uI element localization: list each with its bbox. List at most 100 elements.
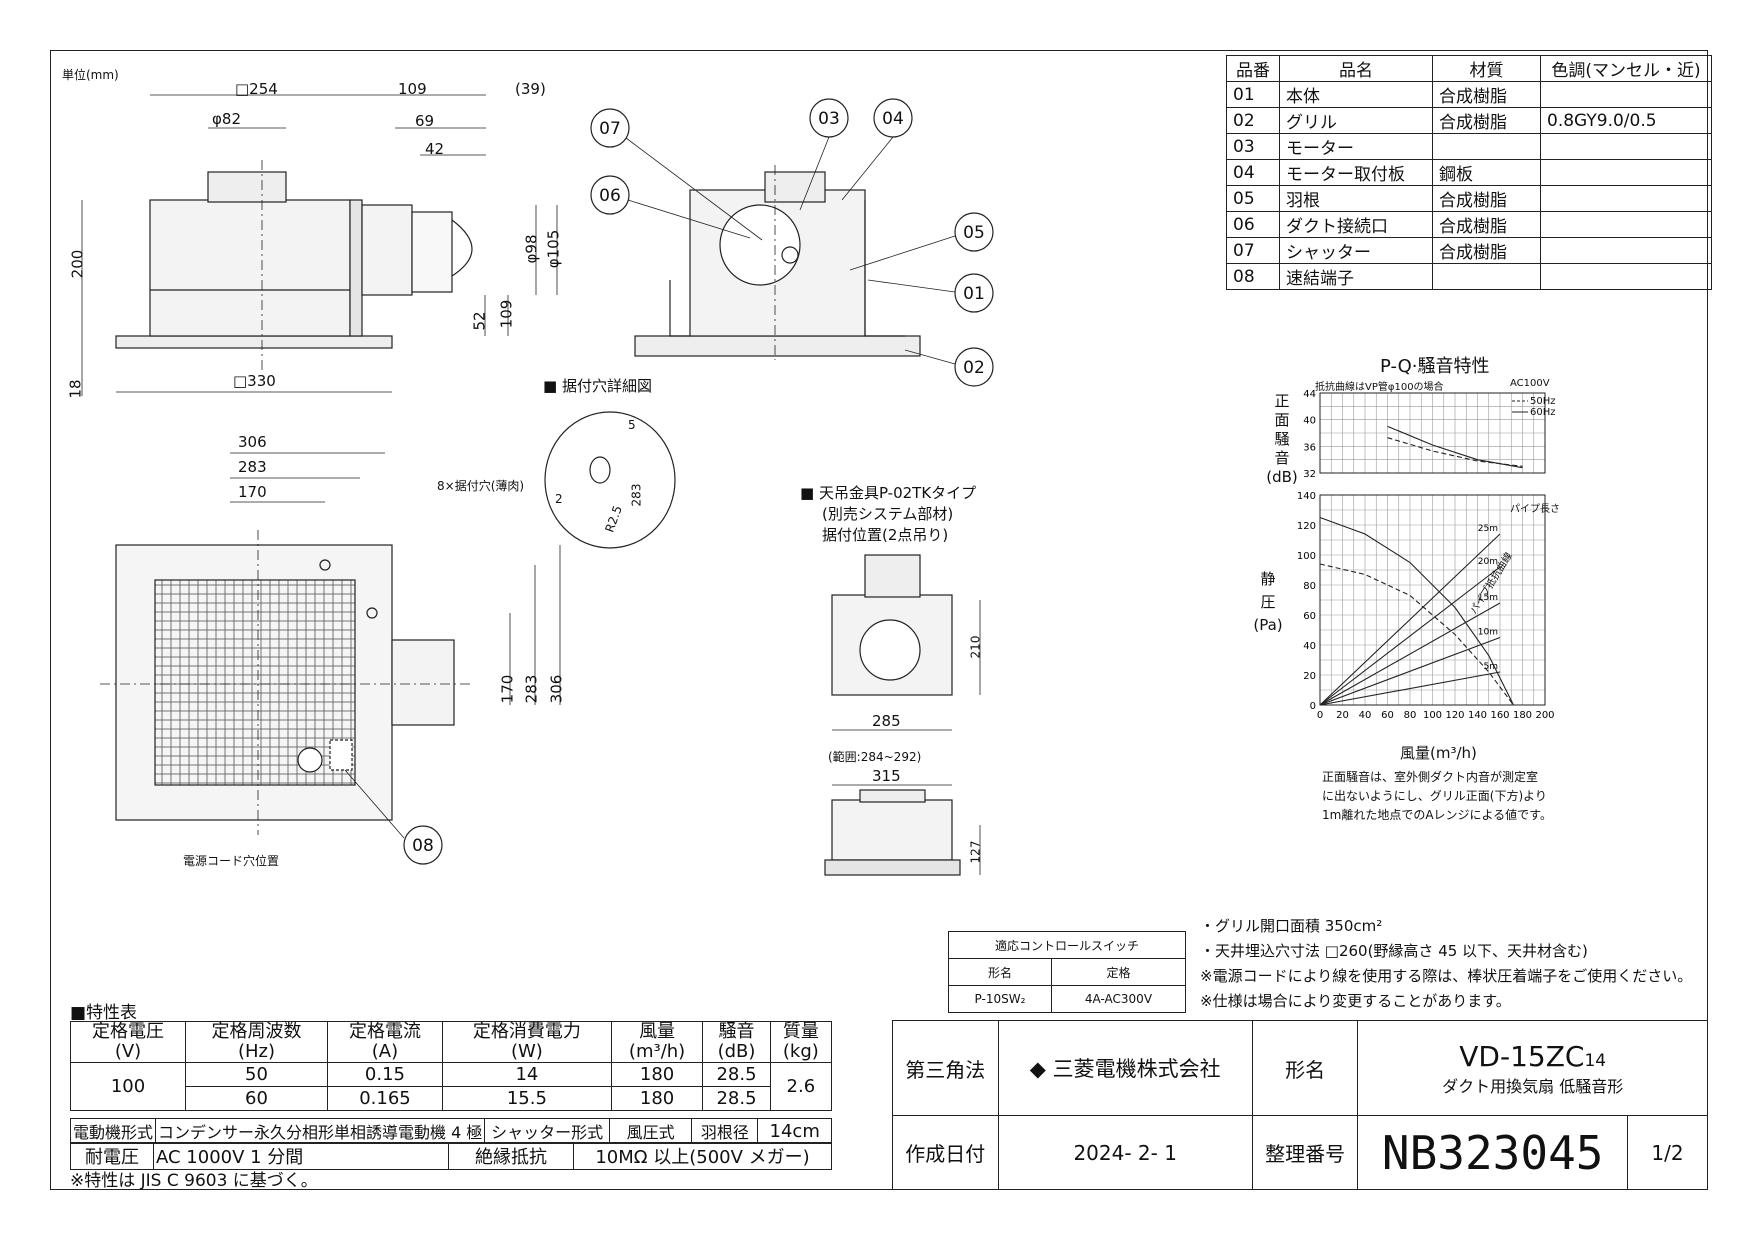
part-no: 07 [1226, 237, 1280, 264]
part-color [1540, 185, 1712, 212]
dim-52: 52 [470, 311, 489, 331]
spec-header-row: 定格電圧(V) 定格周波数(Hz) 定格電流(A) 定格消費電力(W) 風量(m… [69, 1021, 833, 1063]
note-power-cord: ※電源コードにより線を使用する際は、棒状圧着端子をご使用ください。 [1200, 967, 1693, 985]
spec-header-frequency: 定格周波数(Hz) [185, 1021, 328, 1063]
hanger-dim-315: 315 [872, 767, 901, 785]
side-view [81, 94, 558, 396]
dim-39: (39) [515, 80, 546, 98]
plot-frame [1319, 392, 1546, 474]
spec-cell: 50 [185, 1062, 328, 1087]
detail-circle [544, 411, 676, 549]
series-label: 5m [1484, 662, 1499, 672]
spec-heading: ■特性表 [70, 1003, 138, 1023]
y-tick-label: 44 [1303, 389, 1316, 400]
detail-dim-2: 2 [555, 492, 563, 506]
detail-dim-283: 283 [629, 483, 644, 507]
pq-curve-note: 抵抗曲線はVP管φ100の場合 [1315, 382, 1444, 393]
x-tick-label: 140 [1468, 710, 1487, 721]
spec-cell: 0.15 [326, 1062, 443, 1087]
dim-109: 109 [398, 80, 427, 98]
drawing-frame [50, 50, 1708, 1190]
part-color [1540, 81, 1712, 108]
parts-header-row: 品番 品名 材質 色調(マンセル・近) [1226, 55, 1712, 82]
callout-02: 02 [963, 358, 985, 378]
section-view [634, 165, 921, 360]
pipe-length-label: パイプ長さ [1510, 504, 1560, 515]
blade-label: 羽根径 [691, 1118, 759, 1144]
x-tick-label: 200 [1535, 710, 1554, 721]
dim-283-vertical: 283 [522, 674, 541, 704]
y-tick-label: 120 [1297, 521, 1316, 532]
hanger-view [824, 554, 981, 876]
part-name: 速結端子 [1279, 263, 1433, 290]
part-material: 合成樹脂 [1432, 185, 1541, 212]
plan-view [100, 452, 561, 835]
spec-cell: 180 [610, 1062, 704, 1087]
y-tick-label: 140 [1297, 491, 1316, 502]
note-spec-change: ※仕様は場合により変更することがあります。 [1200, 992, 1511, 1010]
x-tick-label: 0 [1317, 710, 1323, 721]
y-tick-label: 32 [1303, 469, 1316, 480]
part-no: 05 [1226, 185, 1280, 212]
part-no: 03 [1226, 133, 1280, 160]
callout-06: 06 [599, 186, 621, 206]
motor-type: コンデンサー永久分相形単相誘導電動機 4 極 [155, 1118, 486, 1144]
part-color: 0.8GY9.0/0.5 [1540, 107, 1712, 134]
part-material: 鋼板 [1432, 159, 1541, 186]
number-label: 整理番号 [1251, 1115, 1359, 1190]
spec-cell: 60 [185, 1086, 328, 1111]
legend-50hz: 50Hz [1530, 396, 1556, 407]
model-cell: VD-15ZC14 ダクト用換気扇 低騒音形 [1357, 1020, 1708, 1116]
spec-header-voltage: 定格電圧(V) [69, 1021, 187, 1063]
part-material [1432, 133, 1541, 160]
table-row: 60 0.165 15.5 180 28.5 [71, 1086, 832, 1111]
pq-note-line: 正面騒音は、室外側ダクト内音が測定室 [1322, 770, 1539, 784]
part-no: 08 [1226, 263, 1280, 290]
part-material: 合成樹脂 [1432, 107, 1541, 134]
withstand-label: 耐電圧 [70, 1142, 154, 1170]
callout-labels: 07 03 04 06 05 01 02 08 [412, 109, 985, 856]
sp-label-char: (Pa) [1253, 616, 1283, 634]
drawing-number: NB323045 [1357, 1115, 1628, 1190]
part-name: モーター取付板 [1279, 159, 1433, 186]
creation-date: 2024- 2- 1 [997, 1115, 1253, 1190]
pq-xlabel: 風量(m³/h) [1400, 744, 1477, 762]
noise-label-char: 面 [1274, 411, 1290, 429]
hanger-dim-210: 210 [968, 635, 983, 659]
sp-label-char: 圧 [1260, 593, 1276, 611]
series-line-20m [1319, 566, 1501, 706]
y-tick-label: 36 [1303, 442, 1316, 453]
note-ceiling-hole: ・天井埋込穴寸法 □260(野縁高さ 45 以下、天井材含む) [1200, 942, 1588, 960]
parts-header: 材質 [1432, 55, 1541, 82]
hanger-subtitle: (別売システム部材) [822, 505, 954, 523]
parts-header: 品名 [1279, 55, 1433, 82]
dim-330: □330 [233, 372, 276, 390]
spec-table-extra: 電動機形式 コンデンサー永久分相形単相誘導電動機 4 極 シャッター形式 風圧式… [69, 1118, 832, 1144]
part-material: 合成樹脂 [1432, 81, 1541, 108]
model-suffix: 14 [1584, 1050, 1607, 1071]
series-label: 15m [1478, 593, 1498, 603]
parts-header: 色調(マンセル・近) [1540, 55, 1712, 82]
hanger-dim-285: 285 [872, 712, 901, 730]
dim-phi105: φ105 [544, 229, 563, 269]
callout-05: 05 [963, 223, 985, 243]
noise-axis-label: 正面騒音(dB) [1262, 392, 1302, 487]
shutter-type: 風圧式 [608, 1118, 693, 1144]
spec-mass: 2.6 [769, 1062, 833, 1111]
noise-label-char: 音 [1274, 449, 1290, 467]
y-tick-label: 0 [1310, 701, 1316, 712]
insulation-label: 絶縁抵抗 [448, 1142, 574, 1170]
table-row: 100 50 0.15 14 180 28.5 2.6 [69, 1062, 833, 1111]
part-material: 合成樹脂 [1432, 211, 1541, 238]
x-tick-label: 120 [1445, 710, 1464, 721]
projection-method: 第三角法 [892, 1020, 999, 1116]
series-label: 10m [1478, 628, 1498, 638]
spec-cell: 28.5 [702, 1062, 771, 1087]
